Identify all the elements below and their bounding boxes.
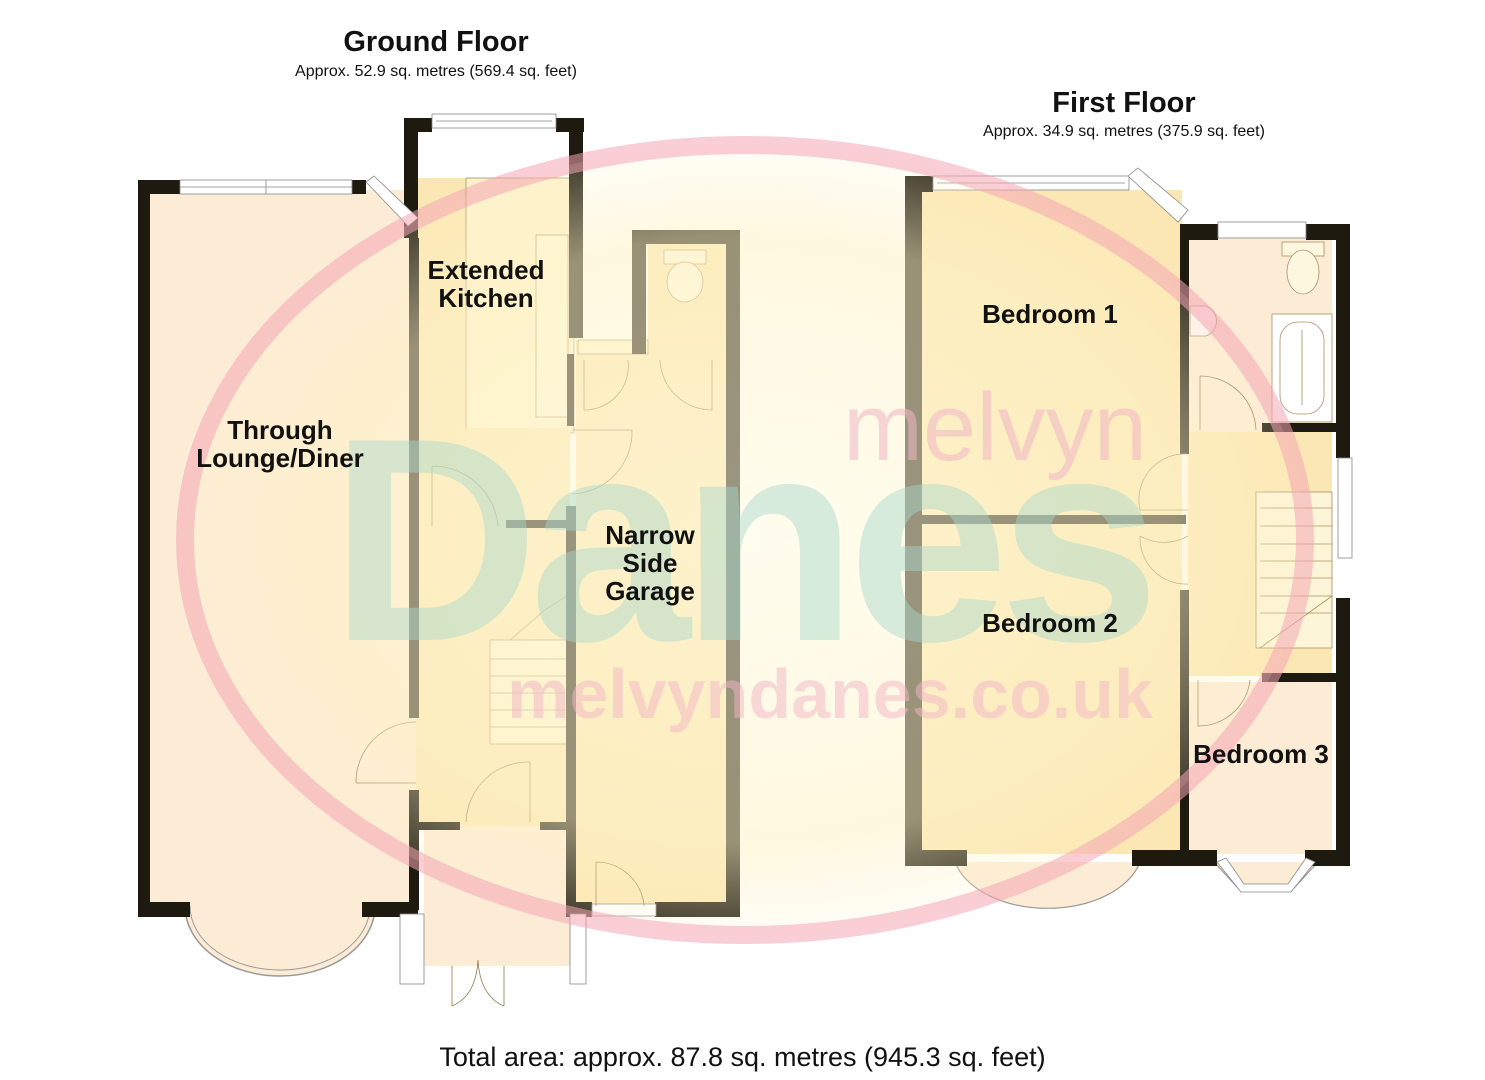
room-label-line: Extended (427, 255, 545, 285)
room-label-line: Through (227, 415, 333, 445)
ground-floor-title: Ground Floor (343, 26, 529, 58)
watermark-url: melvyndanes.co.uk (507, 655, 1153, 733)
total-area: Total area: approx. 87.8 sq. metres (945… (439, 1042, 1046, 1072)
room-label-narrow-side-garage: Narrow Side Garage (578, 521, 722, 605)
toilet-icon (1281, 241, 1325, 295)
room-label-line: Kitchen (438, 283, 534, 313)
watermark-ring (176, 136, 1314, 944)
room-label-bedroom-3: Bedroom 3 (1193, 739, 1329, 769)
bathtub-icon (1271, 313, 1333, 423)
room-label-bedroom-1: Bedroom 1 (982, 299, 1118, 329)
first-floor-area: Approx. 34.9 sq. metres (375.9 sq. feet) (983, 123, 1265, 140)
watermark-melvyn: melvyn (843, 374, 1147, 481)
room-label-line: Lounge/Diner (196, 443, 364, 473)
ground-floor-area: Approx. 52.9 sq. metres (569.4 sq. feet) (295, 63, 577, 80)
room-label-line: Garage (605, 576, 695, 606)
room-label-extended-kitchen: Extended Kitchen (412, 256, 560, 312)
room-label-bedroom-2: Bedroom 2 (982, 608, 1118, 638)
watermark: melvyn Danes melvyndanes.co.uk (176, 136, 1314, 944)
watermark-danes: Danes (330, 378, 1150, 702)
lounge-bay-window (184, 905, 376, 977)
first-floor-title: First Floor (1052, 87, 1196, 119)
room-label-line: Side (622, 548, 678, 578)
room-label-line: Narrow (605, 520, 695, 550)
room-label-lounge-diner: Through Lounge/Diner (170, 416, 390, 472)
